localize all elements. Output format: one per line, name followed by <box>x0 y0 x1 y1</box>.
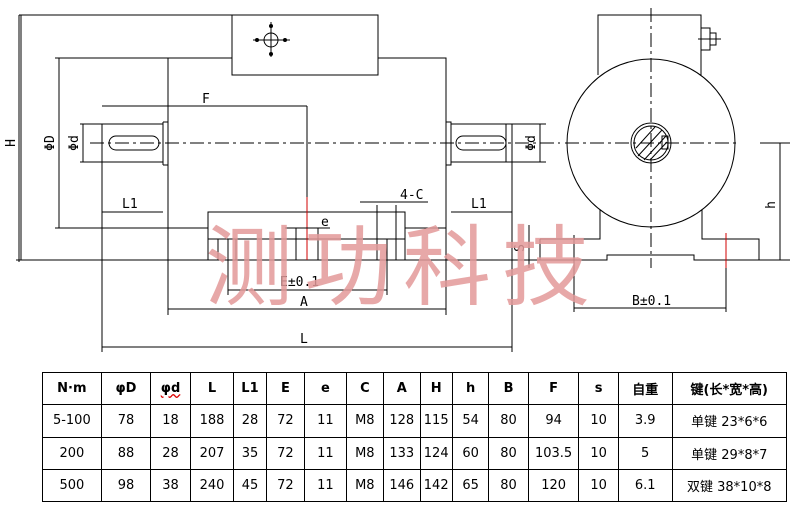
label-H: H <box>4 139 19 147</box>
header-cell: L1 <box>233 371 267 406</box>
table-cell: 200 <box>42 436 102 470</box>
label-S: S <box>513 244 528 252</box>
table-cell: 5 <box>617 436 673 470</box>
technical-drawing: H ΦD Φd Φd F L1 L1 4-C e E±0.1 A L S h B… <box>4 8 790 352</box>
cable-gland <box>698 27 721 51</box>
label-h: h <box>764 201 779 209</box>
table-cell: 80 <box>488 468 529 503</box>
label-L1-left: L1 <box>122 197 138 212</box>
dimensions <box>20 15 541 352</box>
table-cell: 72 <box>265 468 306 503</box>
table-cell: 128 <box>383 404 421 438</box>
table-cell: 115 <box>419 404 453 438</box>
header-cell: N·m <box>42 371 102 406</box>
table-cell: 80 <box>488 436 529 470</box>
table-cell: 11 <box>304 404 347 438</box>
label-L1-right: L1 <box>471 197 487 212</box>
side-base <box>539 210 760 261</box>
header-cell: h <box>451 371 490 406</box>
junction-box-outline <box>19 14 379 76</box>
table-cell: 124 <box>419 436 453 470</box>
table-cell: 28 <box>150 436 191 470</box>
table-cell: 142 <box>419 468 453 503</box>
label-4-C: 4-C <box>400 188 423 203</box>
table-cell: 28 <box>233 404 267 438</box>
table-cell: 188 <box>189 404 235 438</box>
table-cell: 单键 23*6*6 <box>671 404 788 438</box>
header-cell: φD <box>100 371 152 406</box>
label-F: F <box>202 92 210 107</box>
label-phid-left: Φd <box>67 135 82 151</box>
table-cell: 单键 29*8*7 <box>671 436 788 470</box>
table-cell: 80 <box>488 404 529 438</box>
header-cell: φd <box>150 371 191 406</box>
header-cell: E <box>265 371 306 406</box>
table-cell: 10 <box>578 468 619 503</box>
label-e: e <box>321 215 329 230</box>
table-cell: 5-100 <box>42 404 102 438</box>
header-cell: L <box>189 371 235 406</box>
table-cell: 500 <box>42 468 102 503</box>
table-cell: 54 <box>451 404 490 438</box>
header-cell: 键(长*宽*高) <box>671 371 788 406</box>
table-cell: 94 <box>527 404 580 438</box>
table-cell: 98 <box>100 468 152 503</box>
header-cell: H <box>419 371 453 406</box>
header-cell: C <box>345 371 385 406</box>
table-cell: 240 <box>189 468 235 503</box>
table-cell: 6.1 <box>617 468 673 503</box>
side-junction-box <box>597 14 702 75</box>
watermark: 测功科技 <box>205 216 590 319</box>
table-cell: 146 <box>383 468 421 503</box>
label-phiD: ΦD <box>43 135 58 151</box>
foot-holes <box>217 205 397 260</box>
connector-symbol <box>253 22 290 57</box>
table-cell: 207 <box>189 436 235 470</box>
label-B: B±0.1 <box>632 294 671 309</box>
table-cell: 120 <box>527 468 580 503</box>
table-cell: 88 <box>100 436 152 470</box>
table-cell: 35 <box>233 436 267 470</box>
table-cell: 72 <box>265 404 306 438</box>
front-view: H ΦD Φd Φd F L1 L1 4-C e E±0.1 A L S <box>4 14 560 352</box>
table-cell: 60 <box>451 436 490 470</box>
label-phid-right: Φd <box>524 135 539 151</box>
spec-table: N·m φD φd L L1 E e C A H h B F s 自重 键(长*… <box>42 371 788 503</box>
header-phid: φd <box>160 381 181 397</box>
table-cell: 45 <box>233 468 267 503</box>
right-keyway <box>455 135 507 151</box>
table-cell: 11 <box>304 436 347 470</box>
label-L: L <box>300 332 308 347</box>
table-cell: 133 <box>383 436 421 470</box>
table-cell: 78 <box>100 404 152 438</box>
header-cell: A <box>383 371 421 406</box>
header-cell: e <box>304 371 347 406</box>
table-cell: M8 <box>345 436 385 470</box>
side-view: h B±0.1 <box>539 8 790 312</box>
table-cell: 11 <box>304 468 347 503</box>
table-cell: 10 <box>578 404 619 438</box>
header-cell: s <box>578 371 619 406</box>
table-cell: 18 <box>150 404 191 438</box>
table-header-row: N·m φD φd L L1 E e C A H h B F s 自重 键(长*… <box>42 371 788 406</box>
table-cell: 103.5 <box>527 436 580 470</box>
table-cell: 72 <box>265 436 306 470</box>
table-cell: M8 <box>345 468 385 503</box>
table-cell: 38 <box>150 468 191 503</box>
table-cell: 10 <box>578 436 619 470</box>
table-cell: 65 <box>451 468 490 503</box>
table-cell: 3.9 <box>617 404 673 438</box>
label-A: A <box>300 295 308 310</box>
header-cell: 自重 <box>617 371 673 406</box>
table-cell: 双键 38*10*8 <box>671 468 788 503</box>
table-cell: M8 <box>345 404 385 438</box>
header-cell: B <box>488 371 529 406</box>
label-E: E±0.1 <box>280 275 319 290</box>
header-cell: F <box>527 371 580 406</box>
